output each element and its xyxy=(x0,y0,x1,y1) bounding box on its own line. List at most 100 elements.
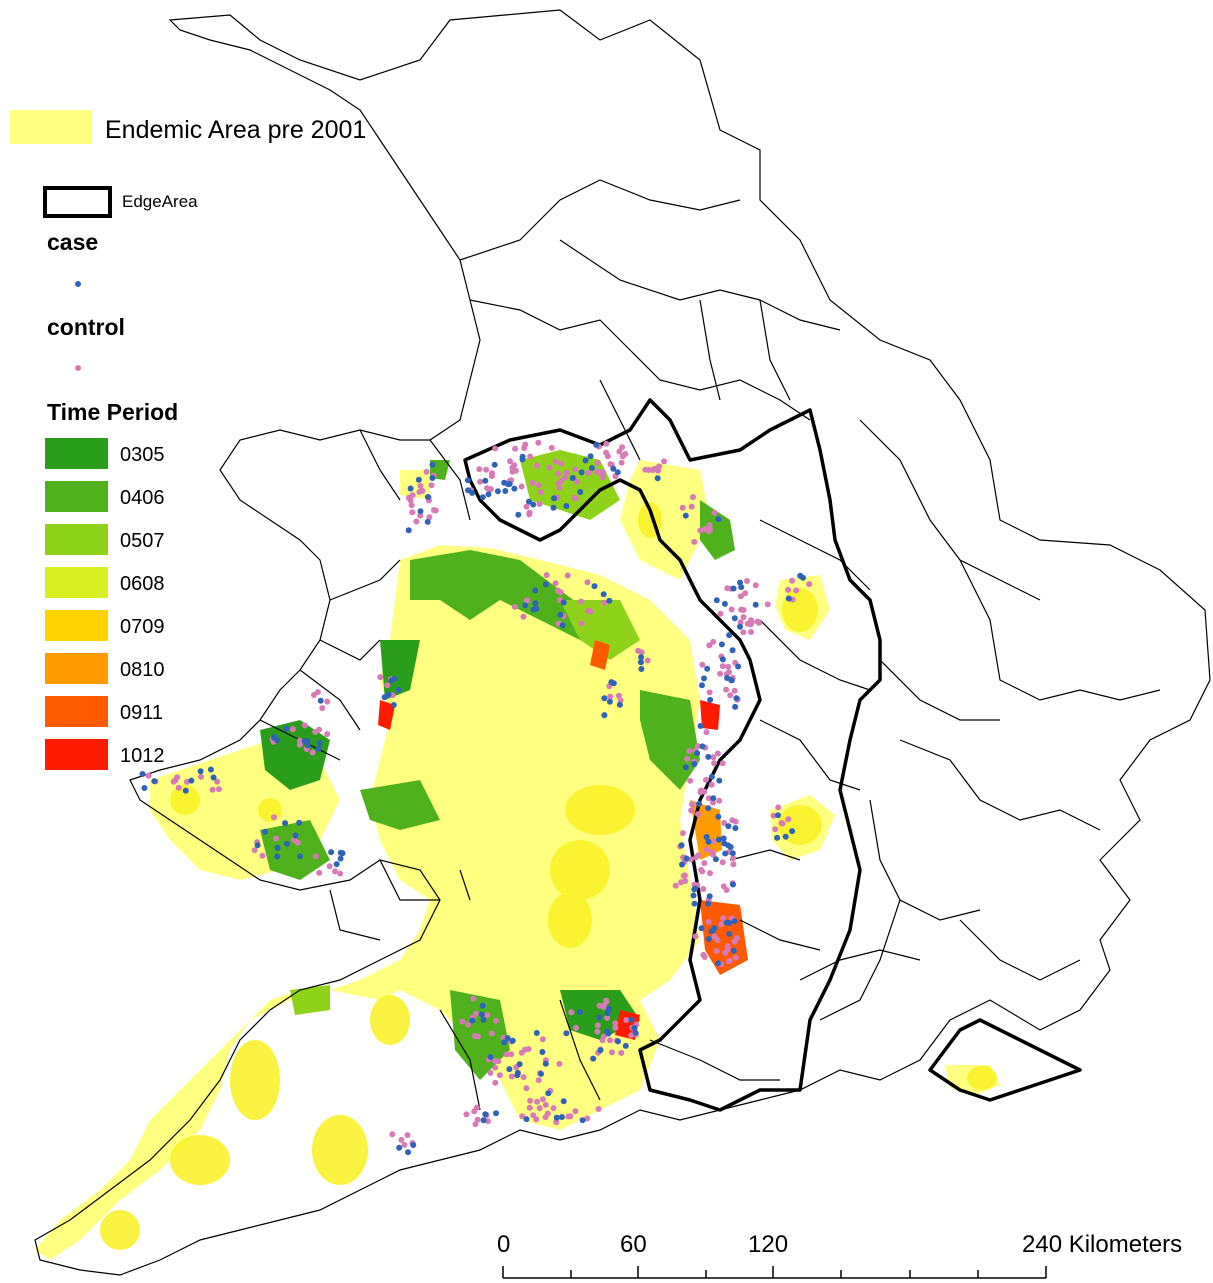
control-point xyxy=(472,1121,479,1128)
case-point xyxy=(558,1114,565,1120)
control-point xyxy=(557,589,564,596)
control-point xyxy=(470,995,477,1002)
case-point xyxy=(316,740,323,746)
case-point xyxy=(724,675,731,681)
control-point xyxy=(710,754,717,761)
control-point xyxy=(731,938,738,945)
control-point xyxy=(558,478,564,485)
scale-bar: 0 60 120 240 Kilometers xyxy=(497,1231,1182,1279)
case-point xyxy=(296,853,303,860)
case-point xyxy=(415,476,422,483)
time-period-swatch-0810 xyxy=(45,653,108,684)
case-point xyxy=(511,485,518,492)
control-point xyxy=(707,870,713,877)
case-point xyxy=(682,512,689,519)
control-point xyxy=(738,606,745,613)
control-point xyxy=(324,731,331,738)
case-point xyxy=(721,600,728,607)
control-point xyxy=(690,494,696,501)
case-point xyxy=(429,461,436,468)
control-point xyxy=(492,1058,499,1065)
case-point xyxy=(469,489,476,496)
case-point xyxy=(731,918,738,925)
legend-endemic-label: Endemic Area pre 2001 xyxy=(105,116,366,144)
case-point xyxy=(514,1072,521,1079)
control-point xyxy=(473,1104,480,1111)
legend-case-marker xyxy=(75,281,81,287)
control-point xyxy=(615,692,622,699)
control-point xyxy=(742,590,749,597)
case-point xyxy=(509,1037,516,1044)
case-point xyxy=(292,832,299,839)
case-point xyxy=(735,663,742,670)
legend-time-period-title: Time Period xyxy=(47,399,178,425)
control-point xyxy=(572,466,579,473)
control-point xyxy=(651,465,658,472)
case-point xyxy=(705,838,712,845)
control-point xyxy=(572,1024,579,1031)
control-point xyxy=(710,838,717,845)
case-point xyxy=(637,659,644,666)
case-point xyxy=(501,1039,508,1046)
case-point xyxy=(504,1035,511,1042)
case-point xyxy=(701,675,707,682)
control-point xyxy=(558,460,565,467)
control-point xyxy=(695,852,702,859)
control-point xyxy=(785,816,792,823)
control-point xyxy=(488,1030,495,1037)
case-point xyxy=(188,777,195,784)
case-point xyxy=(705,805,712,812)
case-point xyxy=(560,1098,567,1105)
control-point xyxy=(417,512,424,519)
case-point xyxy=(469,1017,476,1024)
control-point xyxy=(527,1097,534,1104)
control-point xyxy=(710,851,716,858)
control-point xyxy=(722,950,729,956)
control-point xyxy=(503,1051,510,1058)
case-point xyxy=(752,601,759,608)
control-point xyxy=(778,820,785,826)
control-point xyxy=(521,1046,528,1053)
control-point xyxy=(492,1064,499,1071)
case-point xyxy=(479,494,486,501)
case-point xyxy=(464,477,471,484)
control-point xyxy=(701,860,708,867)
control-point xyxy=(619,444,626,451)
control-point xyxy=(612,1024,619,1031)
control-point xyxy=(732,954,739,961)
case-point xyxy=(482,1111,489,1118)
control-point xyxy=(661,458,667,465)
control-point xyxy=(628,1032,635,1039)
case-point xyxy=(563,1030,570,1037)
case-point xyxy=(532,600,539,607)
case-point xyxy=(515,511,522,518)
case-point xyxy=(417,508,424,515)
case-point xyxy=(254,842,261,849)
case-point xyxy=(539,1049,546,1055)
control-point xyxy=(409,492,416,499)
control-point xyxy=(725,663,732,670)
case-point xyxy=(715,813,722,820)
control-point xyxy=(539,1096,546,1103)
control-point xyxy=(600,1033,607,1040)
case-point xyxy=(614,469,621,476)
control-point xyxy=(535,482,542,489)
case-point xyxy=(559,622,566,629)
control-point xyxy=(603,440,610,447)
control-point xyxy=(408,502,415,509)
case-point xyxy=(726,632,733,639)
control-point xyxy=(594,468,601,475)
control-point xyxy=(711,933,718,940)
case-point xyxy=(395,687,402,693)
case-point xyxy=(550,504,557,511)
control-point xyxy=(682,878,689,884)
case-point xyxy=(738,584,745,591)
control-point xyxy=(563,469,570,476)
control-point xyxy=(216,786,222,793)
case-point xyxy=(728,677,735,684)
scale-label-0: 0 xyxy=(497,1231,510,1258)
case-point xyxy=(262,828,269,835)
control-point xyxy=(496,1072,503,1079)
case-point xyxy=(578,469,585,476)
